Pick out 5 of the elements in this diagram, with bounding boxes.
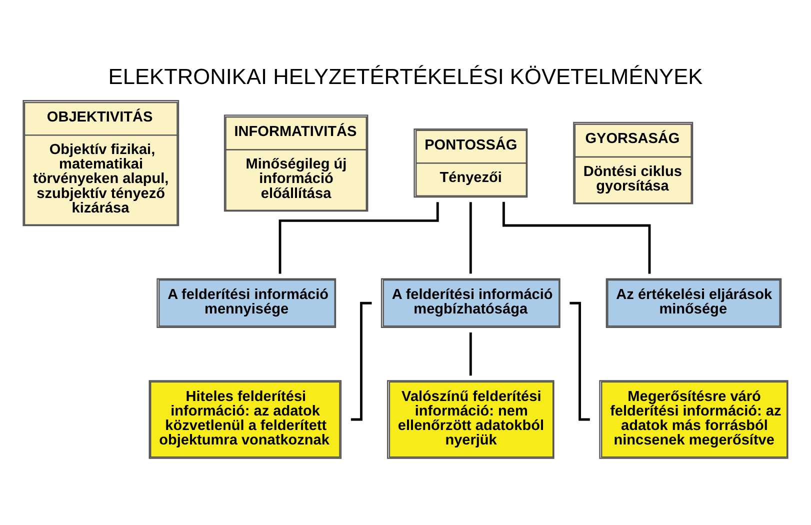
connector xyxy=(502,202,651,274)
connector xyxy=(278,202,439,274)
diagram-title: ELEKTRONIKAI HELYZETÉRTÉKELÉSI KÖVETELMÉNYEK xyxy=(108,64,703,90)
connector xyxy=(469,202,472,274)
connector xyxy=(469,332,472,376)
